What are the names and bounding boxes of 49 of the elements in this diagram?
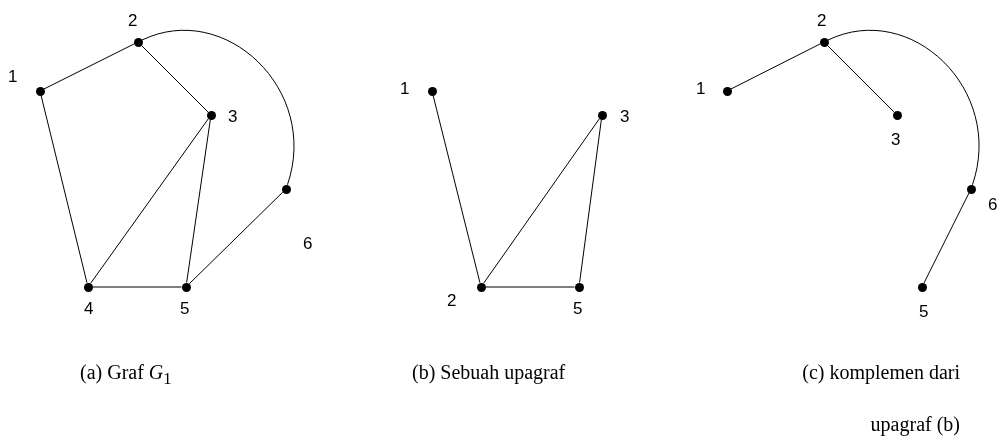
vertex-label: 6 (303, 235, 313, 252)
edge-line (826, 44, 895, 113)
vertex-dot (722, 86, 732, 96)
vertex-label: 3 (228, 108, 238, 125)
vertex-dot (917, 282, 927, 292)
vertex-dot (574, 282, 584, 292)
edge-line (923, 192, 970, 284)
vertex-label: 2 (817, 12, 827, 29)
vertex-label: 3 (891, 131, 901, 148)
vertex-dot (819, 37, 829, 47)
vertex-dot (892, 110, 902, 120)
vertex-label: 5 (573, 300, 583, 317)
vertex-dot (966, 184, 976, 194)
vertex-label: 1 (400, 80, 410, 97)
edge-line (90, 118, 209, 284)
edge-line (827, 29, 980, 186)
edge-line (92, 286, 182, 288)
edge-line (579, 118, 602, 284)
vertex-dot (206, 110, 216, 120)
edge-line (188, 191, 284, 285)
graph-caption: (b) Sebuah upagraf (412, 360, 567, 386)
edge-line (432, 94, 481, 284)
edge-line (730, 43, 821, 90)
graph-caption: (c) komplemen dari upagraf (b) (801, 360, 960, 438)
graph-caption: (a) Graf G$_{1}$ (80, 360, 173, 390)
vertex-dot (181, 282, 191, 292)
edge-line (141, 29, 295, 186)
vertex-label: 1 (696, 80, 706, 97)
vertex-dot (281, 184, 291, 194)
vertex-label: 5 (919, 303, 929, 320)
vertex-dot (476, 282, 486, 292)
edge-line (40, 94, 88, 284)
vertex-label: 6 (988, 196, 998, 213)
edge-line (140, 44, 209, 113)
vertex-dot (133, 37, 143, 47)
vertex-dot (427, 86, 437, 96)
vertex-label: 1 (8, 68, 18, 85)
edge-line (485, 286, 575, 288)
vertex-label: 2 (447, 292, 457, 309)
vertex-label: 3 (620, 108, 630, 125)
vertex-label: 4 (84, 300, 94, 317)
edge-line (483, 118, 600, 284)
vertex-label: 5 (180, 300, 190, 317)
vertex-dot (597, 110, 607, 120)
vertex-dot (35, 86, 45, 96)
vertex-dot (83, 282, 93, 292)
edge-line (43, 43, 135, 90)
vertex-label: 2 (128, 12, 138, 29)
edge-line (186, 118, 211, 284)
